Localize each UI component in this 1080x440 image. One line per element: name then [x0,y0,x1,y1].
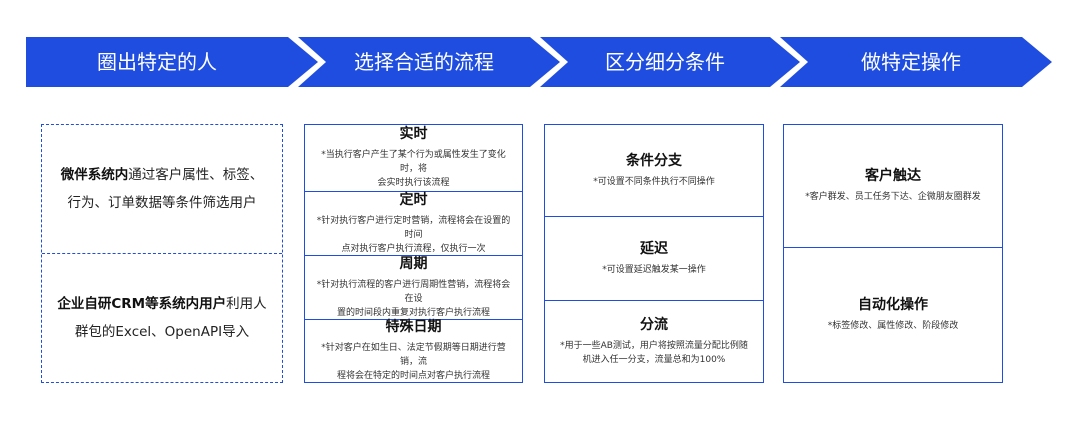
condition-item-split: 分流 *用于一些AB测试，用户将按照流量分配比例随机进入任一分支，流量总和为10… [545,300,763,382]
action-desc: *标签修改、属性修改、阶段修改 [827,321,959,331]
stage-label-4: 做特定操作 [861,50,961,74]
source-item-text: 企业自研CRM等系统内用户利用人 群包的Excel、OpenAPI导入 [57,290,266,346]
source-highlight: 企业自研CRM等系统内用户 [57,296,227,312]
flow-title: 特殊日期 [385,319,442,335]
flow-desc: *针对执行流程的客户进行周期性营销，流程将会在设置的时间段内重复对执行客户执行流… [316,279,511,318]
flow-title: 周期 [399,255,428,272]
source-text: 行为、订单数据等条件筛选用户 [67,195,257,211]
flow-desc: *针对客户在如生日、法定节假期等日期进行营销，流程将会在特定的时间点对客户执行流… [321,343,506,381]
flow-desc: *针对执行客户进行定时营销，流程将会在设置的时间点对执行客户执行流程，仅执行一次 [316,215,511,254]
stage-label-1: 圈出特定的人 [97,50,217,74]
action-panel: 客户触达 *客户群发、员工任务下达、企微朋友圈群发 自动化操作 *标签修改、属性… [783,124,1003,383]
condition-item-delay: 延迟 *可设置延迟触发某一操作 [545,216,763,300]
action-desc: *客户群发、员工任务下达、企微朋友圈群发 [805,192,981,202]
flow-title: 实时 [399,126,428,142]
action-item-reach: 客户触达 *客户群发、员工任务下达、企微朋友圈群发 [784,125,1002,247]
flow-item-periodic: 周期 *针对执行流程的客户进行周期性营销，流程将会在设置的时间段内重复对执行客户… [305,255,522,319]
condition-title: 延迟 [640,240,668,257]
condition-item-branch: 条件分支 *可设置不同条件执行不同操作 [545,125,763,216]
flow-desc: *当执行客户产生了某个行为或属性发生了变化时，将会实时执行该流程 [321,150,506,188]
source-highlight: 微伴系统内 [60,167,129,183]
flow-panel: 实时 *当执行客户产生了某个行为或属性发生了变化时，将会实时执行该流程 定时 *… [304,124,523,383]
flow-item-scheduled: 定时 *针对执行客户进行定时营销，流程将会在设置的时间点对执行客户执行流程，仅执… [305,191,522,255]
stage-label-3: 区分细分条件 [605,50,725,74]
stage-arrow-1 [26,37,318,87]
stage-arrow-4 [780,37,1052,87]
source-item-crm: 企业自研CRM等系统内用户利用人 群包的Excel、OpenAPI导入 [42,253,282,382]
condition-desc: *可设置不同条件执行不同操作 [593,176,715,187]
flow-item-special-date: 特殊日期 *针对客户在如生日、法定节假期等日期进行营销，流程将会在特定的时间点对… [305,319,522,382]
condition-panel: 条件分支 *可设置不同条件执行不同操作 延迟 *可设置延迟触发某一操作 分流 *… [544,124,764,383]
stage-arrow-2 [298,37,560,87]
stage-arrow-3 [540,37,800,87]
source-text: 利用人 [226,296,267,312]
condition-desc: *用于一些AB测试，用户将按照流量分配比例随机进入任一分支，流量总和为100% [560,340,748,365]
action-title: 自动化操作 [858,297,928,313]
stage-label-2: 选择合适的流程 [354,50,494,74]
flow-item-realtime: 实时 *当执行客户产生了某个行为或属性发生了变化时，将会实时执行该流程 [305,125,522,191]
condition-desc: *可设置延迟触发某一操作 [602,264,706,275]
flow-title: 定时 [399,191,428,208]
source-item-text: 微伴系统内通过客户属性、标签、 行为、订单数据等条件筛选用户 [61,161,264,217]
action-item-automation: 自动化操作 *标签修改、属性修改、阶段修改 [784,247,1002,382]
condition-title: 条件分支 [626,152,682,169]
source-text: 通过客户属性、标签、 [128,167,264,183]
source-text: 群包的Excel、OpenAPI导入 [74,324,250,340]
condition-title: 分流 [640,316,668,333]
source-item-internal: 微伴系统内通过客户属性、标签、 行为、订单数据等条件筛选用户 [42,125,282,253]
action-title: 客户触达 [865,168,921,184]
source-panel: 微伴系统内通过客户属性、标签、 行为、订单数据等条件筛选用户 企业自研CRM等系… [41,124,283,383]
